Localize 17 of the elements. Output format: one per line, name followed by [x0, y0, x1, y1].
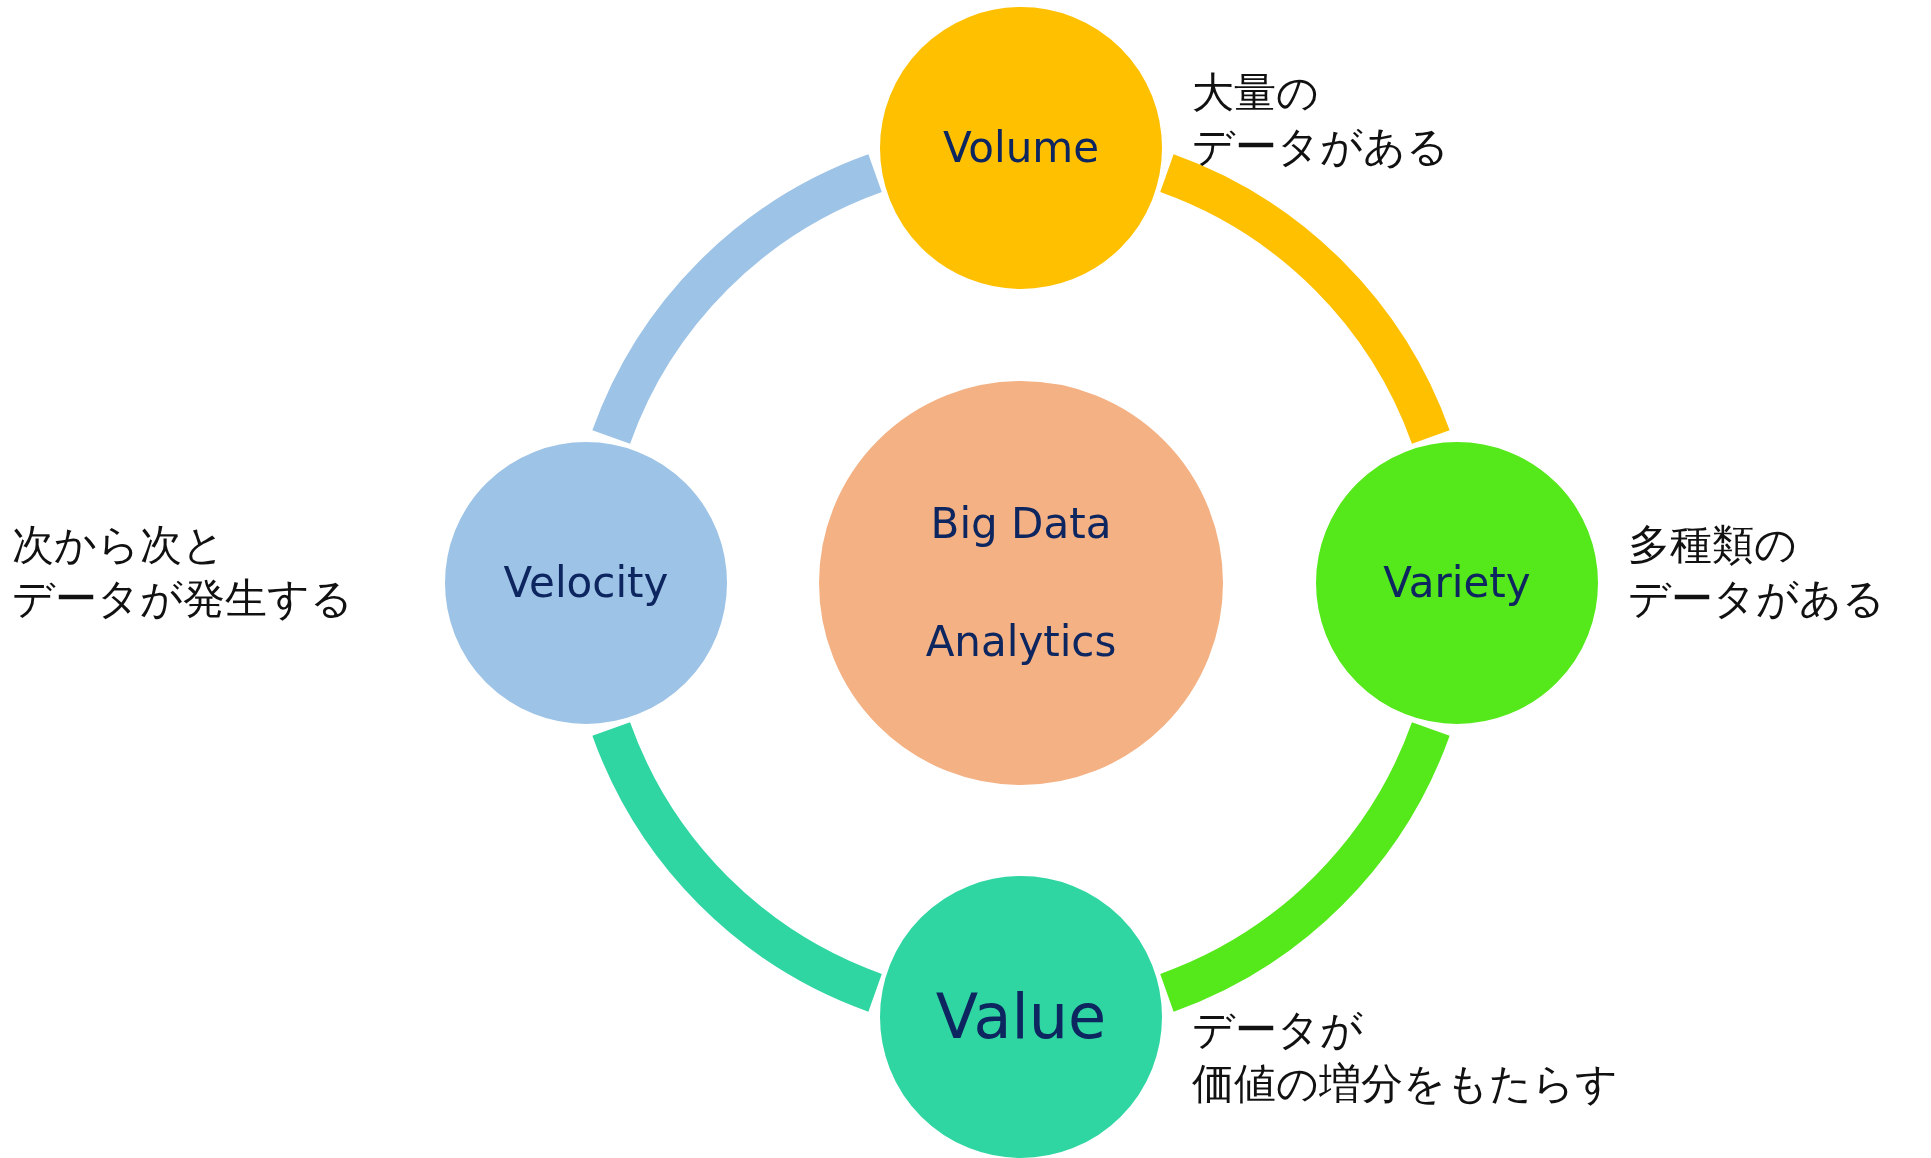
caption-text: データが [1192, 1004, 1363, 1056]
node-label: Value [935, 979, 1107, 1055]
node-label: Variety [1383, 557, 1531, 609]
node-label: Velocity [503, 557, 669, 609]
caption-text: データが発生する [12, 572, 353, 625]
node-label: Volume [942, 122, 1100, 174]
caption-text: データがある [1628, 572, 1885, 625]
caption-text: 次から次と [12, 519, 225, 571]
arc-connector [592, 721, 883, 1012]
caption-text: 大量の [1192, 67, 1319, 119]
caption-text: データがある [1192, 120, 1449, 173]
arc-connector [1159, 721, 1450, 1012]
arc-connector [592, 154, 883, 445]
arc-connector [1159, 154, 1450, 445]
node-label: Big Data Analytics [924, 498, 1118, 668]
caption-text: 多種類の [1628, 519, 1797, 571]
caption-text: 価値の増分をもたらす [1192, 1057, 1618, 1110]
